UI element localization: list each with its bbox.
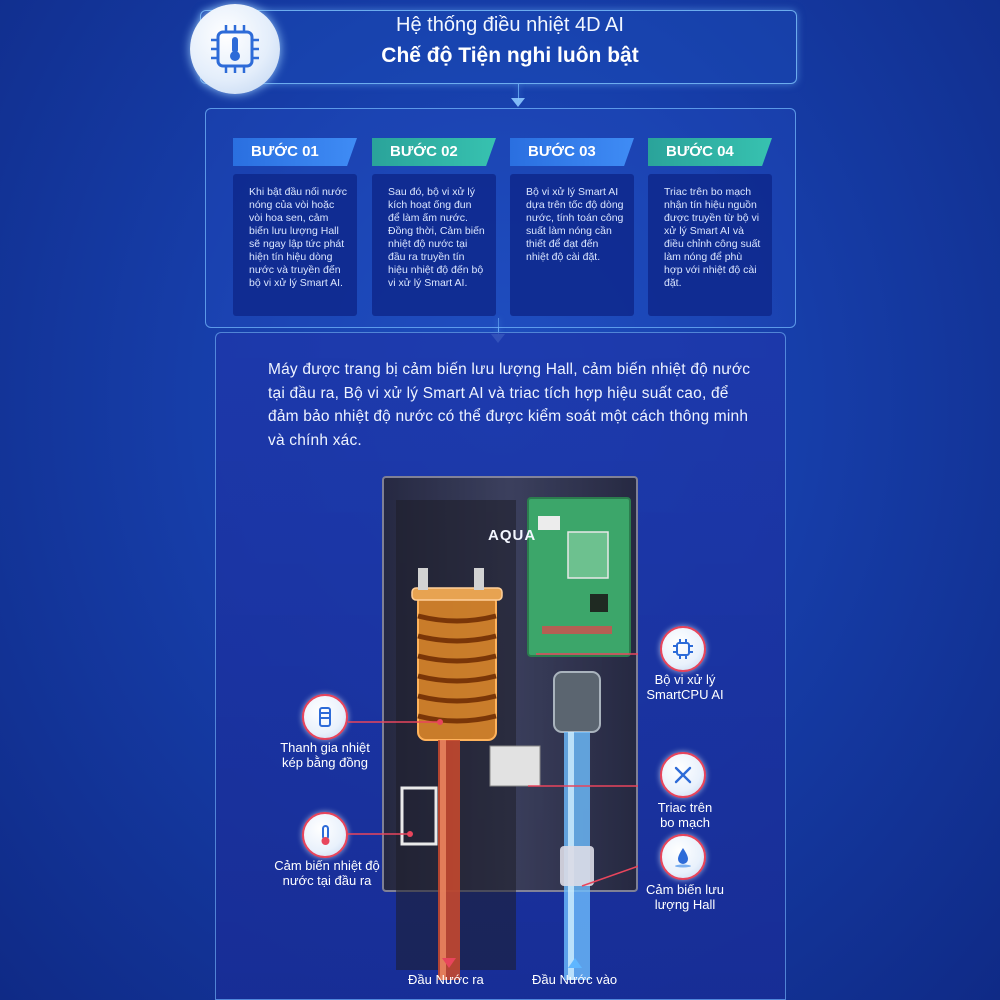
temp-sensor-pointer — [348, 831, 413, 837]
step-description: Triac trên bo mạch nhận tín hiệu nguồn đ… — [648, 174, 772, 316]
step-label: BƯỚC 03 — [510, 138, 634, 166]
step-description: Khi bật đầu nối nước nóng của vòi hoặc v… — [233, 174, 357, 316]
step-label: BƯỚC 02 — [372, 138, 496, 166]
step-description: Sau đó, bộ vi xử lý kích hoạt ống đun để… — [372, 174, 496, 316]
step-01: BƯỚC 01 Khi bật đầu nối nước nóng của vò… — [233, 138, 357, 316]
temp-sensor-label: Cảm biến nhiệt độ nước tại đầu ra — [274, 858, 380, 888]
water-drop-icon — [660, 834, 706, 880]
cold-water-arrow — [568, 958, 582, 968]
step-label: BƯỚC 04 — [648, 138, 772, 166]
step-label: BƯỚC 01 — [233, 138, 357, 166]
page-subtitle: Chế độ Tiện nghi luôn bật — [381, 44, 639, 67]
water-inlet-label: Đầu Nước vào — [532, 972, 618, 987]
cpu-chip-icon — [660, 626, 706, 672]
step-03: BƯỚC 03 Bộ vi xử lý Smart AI dựa trên tố… — [510, 138, 634, 316]
heating-rod-icon — [302, 694, 348, 740]
tools-icon — [660, 752, 706, 798]
heating-rod-pointer — [348, 719, 443, 725]
hall-sensor-label: Cảm biến lưu lượng Hall — [645, 882, 725, 912]
hot-water-arrow — [442, 958, 456, 968]
cpu-label: Bộ vi xử lý SmartCPU AI — [646, 672, 724, 702]
connector-line — [518, 84, 519, 100]
page-title: Hệ thống điều nhiệt 4D AI — [396, 14, 624, 36]
step-04: BƯỚC 04 Triac trên bo mạch nhận tín hiệu… — [648, 138, 772, 316]
step-description: Bộ vi xử lý Smart AI dựa trên tốc độ dòn… — [510, 174, 634, 316]
water-outlet-label: Đầu Nước ra — [408, 972, 484, 987]
thermometer-chip-icon — [190, 4, 280, 94]
heating-rod-label: Thanh gia nhiệt kép bằng đồng — [280, 740, 370, 770]
brand-logo: AQUA — [488, 527, 537, 544]
thermometer-icon — [302, 812, 348, 858]
triac-label: Triac trên bo mạch — [657, 800, 713, 830]
main-description: Máy được trang bị cảm biến lưu lượng Hal… — [268, 361, 751, 449]
heater-internals — [396, 497, 638, 980]
connector-arrow — [511, 98, 525, 107]
step-02: BƯỚC 02 Sau đó, bộ vi xử lý kích hoạt ốn… — [372, 138, 496, 316]
